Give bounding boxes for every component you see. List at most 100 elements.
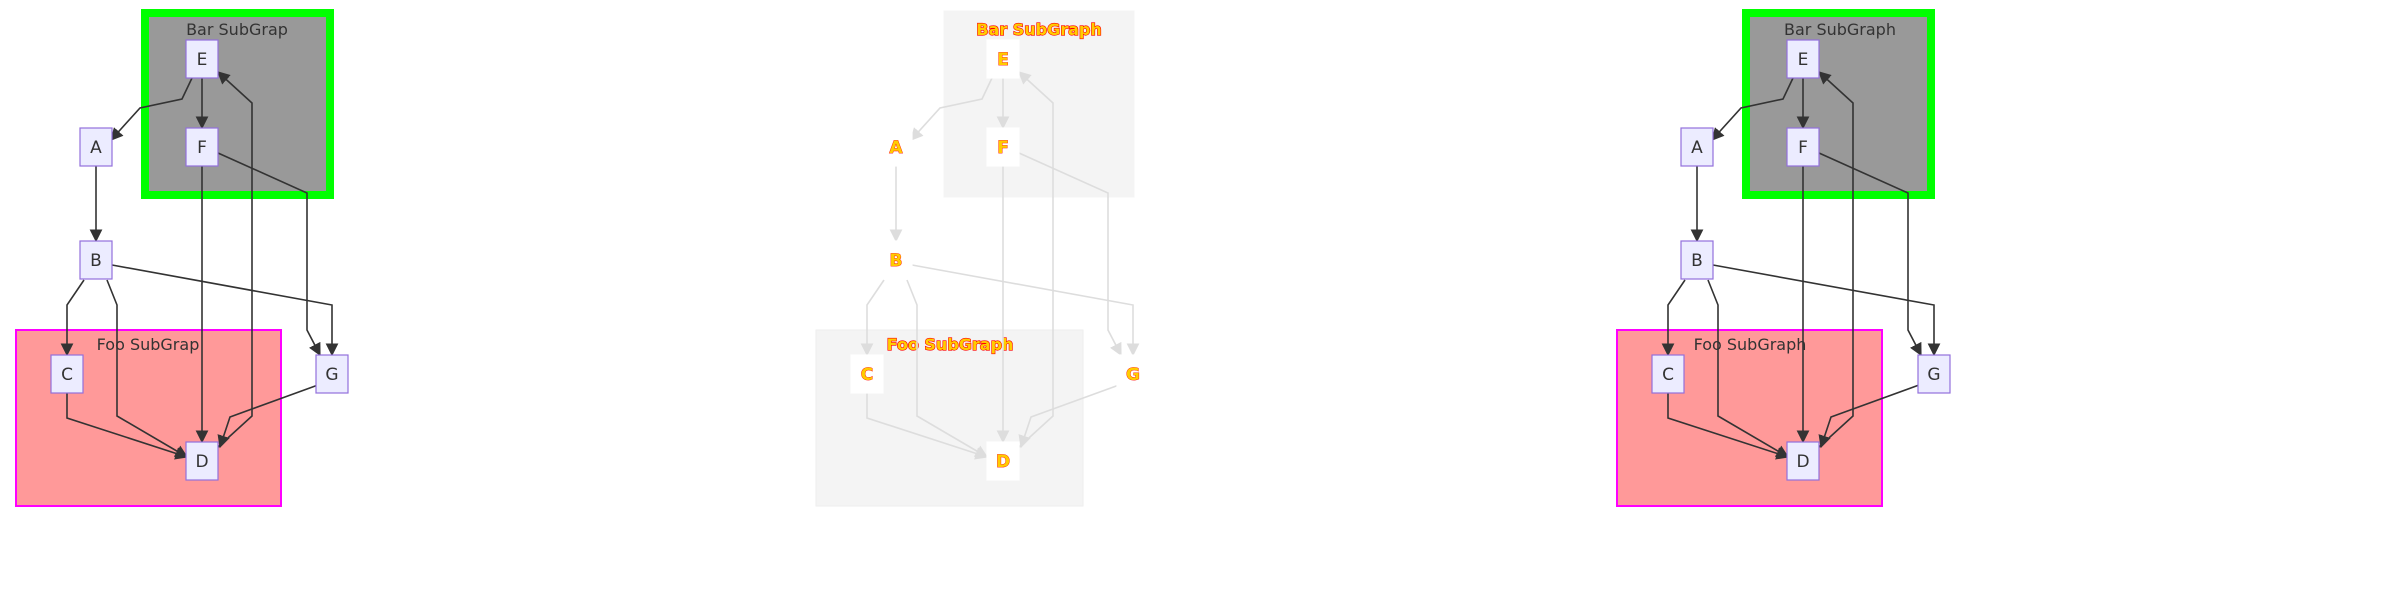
edge-e-a [1711, 77, 1794, 141]
subgraph-bar-title: Bar SubGraph [976, 20, 1101, 39]
node-c-label: C [861, 365, 873, 385]
node-b-label: B [1691, 251, 1703, 271]
node-g[interactable]: G [1116, 354, 1150, 394]
edge-c-d [866, 393, 989, 460]
edge-d-e [217, 71, 253, 448]
diagram-left: Bar SubGrap Foo SubGrap E F A [15, 9, 349, 507]
node-d[interactable]: D [185, 441, 219, 481]
node-a-label: A [889, 138, 903, 158]
node-f-label: F [197, 138, 207, 158]
node-f-label: F [997, 138, 1009, 158]
subgraph-bar [1742, 9, 1935, 199]
node-b-box [1680, 240, 1714, 280]
node-a[interactable]: A [1680, 127, 1714, 167]
subgraph-foo-title: Foo SubGraph [887, 335, 1014, 354]
node-d[interactable]: D [986, 441, 1020, 481]
node-c-box [850, 354, 884, 394]
node-g-box [1917, 354, 1951, 394]
node-c-box [50, 354, 84, 394]
edge-b-g [111, 264, 339, 357]
edge-f-g [1018, 152, 1122, 357]
subgraph-bar [141, 9, 334, 199]
edges [60, 71, 339, 460]
edge-b-g [1712, 264, 1941, 357]
subgraph-bar-title: Bar SubGrap [186, 20, 288, 39]
node-g-label: G [1126, 365, 1140, 385]
node-d-label: D [1796, 452, 1809, 472]
node-f[interactable]: F [1786, 127, 1820, 167]
edge-g-d [217, 384, 319, 449]
edge-g-d [1018, 384, 1120, 449]
node-f[interactable]: F [986, 127, 1020, 167]
edge-b-d [106, 279, 189, 458]
node-g-box [315, 354, 349, 394]
node-g-label: G [1927, 365, 1940, 385]
node-b-label: B [890, 251, 903, 271]
edge-b-d [1707, 279, 1790, 458]
node-g-label: G [325, 365, 338, 385]
edge-d-e [1818, 71, 1854, 448]
node-c[interactable]: C [1651, 354, 1685, 394]
node-d-box [185, 441, 219, 481]
node-c-box [1651, 354, 1685, 394]
node-f-box [185, 127, 219, 167]
node-c[interactable]: C [50, 354, 84, 394]
node-b[interactable]: B [879, 240, 913, 280]
diagram-right: Bar SubGraph Foo SubGraph E F A [1616, 9, 1951, 507]
node-a-box [79, 127, 113, 167]
node-f[interactable]: F [185, 127, 219, 167]
node-e[interactable]: E [1786, 39, 1820, 79]
node-e-box [1786, 39, 1820, 79]
node-g[interactable]: G [1917, 354, 1951, 394]
node-e-label: E [997, 50, 1009, 70]
node-e[interactable]: E [986, 39, 1020, 79]
edge-b-g [911, 264, 1140, 357]
edge-f-g [217, 152, 321, 357]
node-e-label: E [1798, 50, 1809, 70]
node-f-box [986, 127, 1020, 167]
node-a-box [1680, 127, 1714, 167]
node-e[interactable]: E [185, 39, 219, 79]
node-c[interactable]: C [850, 354, 884, 394]
edge-c-d [1667, 393, 1790, 460]
node-d-box [986, 441, 1020, 481]
node-b-box [79, 240, 113, 280]
node-a[interactable]: A [879, 127, 913, 167]
node-d-box [1786, 441, 1820, 481]
diagram-middle: Bar SubGraph Foo SubGraph E F A [815, 10, 1150, 507]
node-b-label: B [90, 251, 102, 271]
node-g-box [1116, 354, 1150, 394]
edge-b-c [1661, 279, 1686, 357]
subgraph-bar-title: Bar SubGraph [1784, 20, 1896, 39]
subgraph-foo-title: Foo SubGrap [97, 335, 200, 354]
node-a-label: A [90, 138, 102, 158]
edge-g-d [1818, 384, 1920, 449]
edge-b-d [906, 279, 989, 458]
node-d-label: D [195, 452, 208, 472]
node-f-box [1786, 127, 1820, 167]
edge-d-e [1018, 71, 1054, 448]
subgraph-bar [943, 10, 1135, 198]
edge-b-c [860, 279, 885, 357]
node-d-label: D [996, 452, 1010, 472]
node-a-box [879, 127, 913, 167]
edges [1661, 71, 1941, 460]
node-c-label: C [1662, 365, 1674, 385]
node-b[interactable]: B [79, 240, 113, 280]
node-e-box [986, 39, 1020, 79]
node-f-label: F [1798, 138, 1808, 158]
node-a-label: A [1691, 138, 1703, 158]
node-e-label: E [197, 50, 208, 70]
subgraph-foo-title: Foo SubGraph [1694, 335, 1807, 354]
node-d[interactable]: D [1786, 441, 1820, 481]
node-a[interactable]: A [79, 127, 113, 167]
node-c-label: C [61, 365, 73, 385]
node-e-box [185, 39, 219, 79]
edges [860, 71, 1140, 460]
node-g[interactable]: G [315, 354, 349, 394]
node-b-box [879, 240, 913, 280]
edge-c-d [66, 393, 189, 460]
node-b[interactable]: B [1680, 240, 1714, 280]
edge-f-g [1818, 152, 1922, 357]
